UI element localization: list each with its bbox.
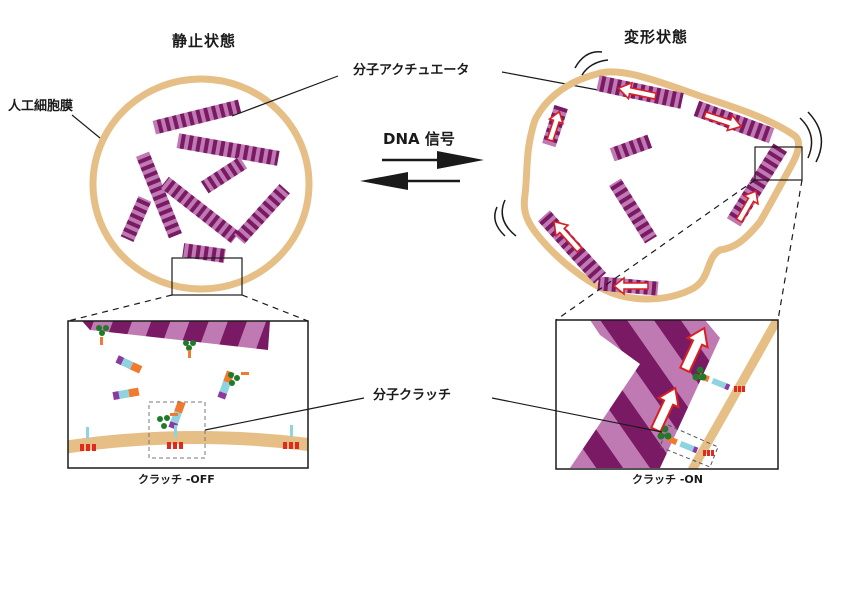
zoom-region-box-left [171, 257, 243, 296]
signal-arrows [360, 151, 484, 190]
clutch-off-caption: クラッチ -OFF [138, 473, 215, 486]
force-arrow [735, 190, 759, 224]
actuator-filament [120, 196, 152, 242]
zoom-region-box-right [754, 146, 803, 181]
zoom-guide-line [555, 179, 756, 321]
membrane-closeup [688, 320, 778, 469]
deformed-cell [494, 51, 823, 321]
actuator-label: 分子アクチュエータ [353, 63, 470, 78]
binder-protein [228, 372, 249, 386]
actuator-filaments-left [120, 99, 290, 263]
artificial-membrane-left [89, 75, 313, 293]
free-linker [112, 387, 140, 401]
membrane-label: 人工細胞膜 [8, 99, 74, 114]
binder-protein [157, 413, 178, 429]
actuator-filament [152, 99, 242, 135]
binder-protein [183, 340, 196, 358]
wiggle-marks [494, 51, 823, 237]
force-arrows-closeup [649, 326, 709, 434]
membrane-anchor [703, 450, 714, 456]
actuator-filament [609, 178, 657, 244]
actuator-filament-closeup [570, 320, 720, 468]
force-arrow [552, 220, 583, 254]
clutch-off-inset [67, 320, 309, 469]
membrane-anchor [734, 386, 745, 392]
membrane-anchor [80, 427, 96, 451]
force-arrow [546, 110, 565, 143]
force-arrow [616, 81, 658, 101]
actuator-filament [609, 134, 653, 162]
actuator-filament [136, 151, 182, 239]
binder-protein [96, 325, 109, 345]
forward-arrowhead [437, 151, 484, 169]
membrane-anchor [167, 425, 183, 449]
actuator-filament [726, 143, 788, 227]
zoom-guide-line [67, 294, 173, 322]
force-arrows-right [546, 81, 759, 296]
actuator-filament [160, 176, 240, 244]
force-arrow [649, 386, 680, 434]
resting-state-title: 静止状態 [172, 32, 237, 50]
clutch-callout-line-right [491, 397, 663, 433]
zoom-guide-line [241, 294, 309, 322]
actuator-filament-closeup [82, 321, 270, 350]
binder-protein [692, 366, 707, 381]
clutch-callout-line-left [204, 397, 365, 431]
clutch-on-caption: クラッチ -ON [632, 473, 703, 486]
actuator-filament [182, 243, 226, 263]
deformed-state-title: 変形状態 [624, 28, 689, 46]
force-arrow [612, 276, 649, 296]
reverse-arrowhead [360, 172, 408, 190]
resting-cell [67, 75, 313, 322]
actuator-callout-line-right [501, 71, 599, 91]
force-arrow [678, 326, 709, 374]
force-arrow [703, 110, 743, 132]
actuator-filaments-right [537, 75, 788, 296]
dna-signal-label: DNA 信号 [383, 130, 455, 148]
free-linker [115, 355, 143, 374]
membrane-callout-line [71, 114, 101, 139]
actuator-filament [200, 156, 248, 194]
actuator-filament [234, 184, 290, 244]
clutch-on-inset [555, 319, 779, 470]
clutch-highlight-box [659, 424, 719, 468]
membrane-anchor [283, 425, 299, 449]
artificial-membrane-right [520, 68, 803, 303]
actuator-filament [176, 133, 280, 166]
clutch-label: 分子クラッチ [373, 388, 452, 403]
actuator-callout-line-left [231, 75, 339, 117]
zoom-guide-line [777, 179, 803, 321]
